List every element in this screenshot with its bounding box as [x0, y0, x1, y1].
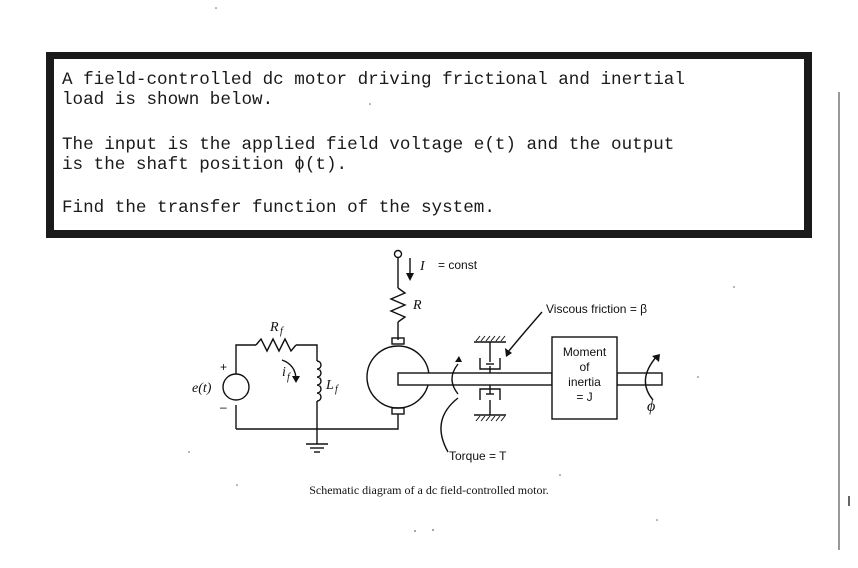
problem-statement-box: A field-controlled dc motor driving fric…: [46, 52, 812, 238]
plus-sign: +: [220, 360, 227, 374]
torque-label: Torque = T: [449, 449, 507, 463]
problem-paragraph-2: The input is the applied field voltage e…: [62, 135, 675, 175]
of-label: of: [579, 360, 590, 374]
current-label: I: [419, 259, 426, 274]
damper-hatching: [475, 335, 506, 422]
resistor-label: R: [412, 298, 422, 313]
phi-label: ϕ: [647, 398, 655, 415]
field-current-subscript: f: [287, 372, 291, 383]
inertia-label: inertia: [568, 375, 601, 389]
field-resistor-subscript: f: [280, 326, 284, 337]
field-inductor: [316, 360, 322, 402]
field-resistor: [255, 337, 297, 353]
field-current-label: i: [282, 365, 286, 380]
scan-specks: [188, 7, 735, 532]
scan-edge-line: [838, 92, 840, 550]
minus-sign: –: [220, 400, 227, 414]
field-resistor-label: R: [269, 320, 279, 335]
viscous-friction-label: Viscous friction = β: [546, 302, 647, 316]
phi-arrow: [644, 355, 658, 401]
const-label: = const: [438, 258, 478, 272]
scan-edge-mark: [848, 496, 850, 506]
motor-brush-bottom: [391, 407, 405, 415]
torque-arrow: [451, 363, 459, 395]
voltage-source-label: e(t): [192, 381, 212, 396]
voltage-source: [222, 373, 250, 401]
armature-resistor: [389, 287, 407, 323]
field-inductor-label: L: [325, 378, 334, 393]
motor-shaft: [397, 372, 553, 386]
field-inductor-subscript: f: [335, 384, 339, 395]
moment-label: Moment: [563, 345, 607, 359]
inertia-block: [551, 336, 618, 420]
output-shaft: [616, 372, 663, 386]
supply-terminal: [393, 249, 403, 259]
motor-brush-top: [391, 337, 405, 345]
inertia-j-label: = J: [576, 390, 592, 404]
figure-caption: Schematic diagram of a dc field-controll…: [309, 483, 549, 497]
problem-paragraph-3: Find the transfer function of the system…: [62, 198, 495, 218]
problem-paragraph-1: A field-controlled dc motor driving fric…: [62, 70, 685, 110]
